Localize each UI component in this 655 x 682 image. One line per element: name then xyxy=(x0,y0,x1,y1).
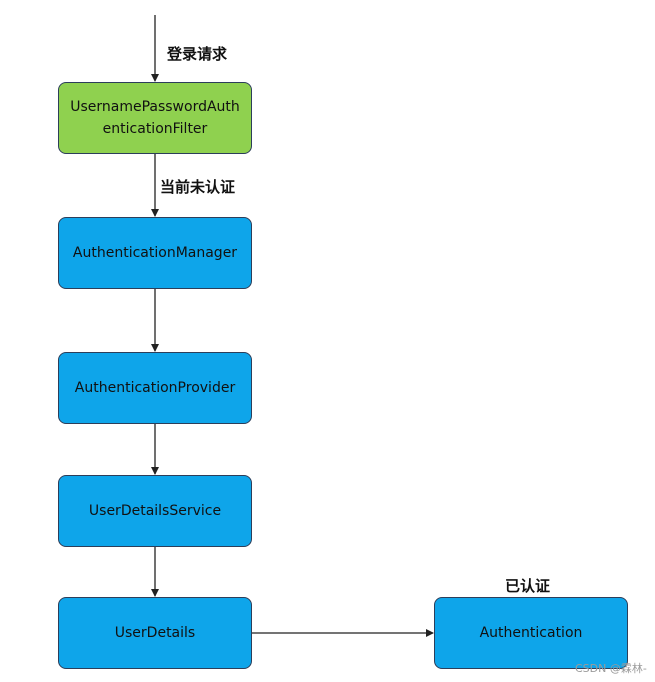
not-authenticated-label: 当前未认证 xyxy=(160,178,236,196)
login-request-label: 登录请求 xyxy=(167,45,228,63)
filter-node-label: UsernamePasswordAuth enticationFilter xyxy=(70,99,240,137)
provider-node-label: AuthenticationProvider xyxy=(74,380,236,396)
service-node-label: UserDetailsService xyxy=(88,503,222,519)
manager-node: AuthenticationManager xyxy=(58,217,252,289)
watermark: CSDN @霖林- xyxy=(575,662,647,675)
authenticated-label: 已认证 xyxy=(505,577,551,595)
service-node: UserDetailsService xyxy=(58,475,252,547)
manager-node-label: AuthenticationManager xyxy=(72,245,238,261)
filter-node: UsernamePasswordAuth enticationFilter xyxy=(58,82,252,154)
authentication-node: Authentication xyxy=(434,597,628,669)
authentication-node-label: Authentication xyxy=(479,625,583,641)
details-node-label: UserDetails xyxy=(114,625,196,641)
details-node: UserDetails xyxy=(58,597,252,669)
provider-node: AuthenticationProvider xyxy=(58,352,252,424)
